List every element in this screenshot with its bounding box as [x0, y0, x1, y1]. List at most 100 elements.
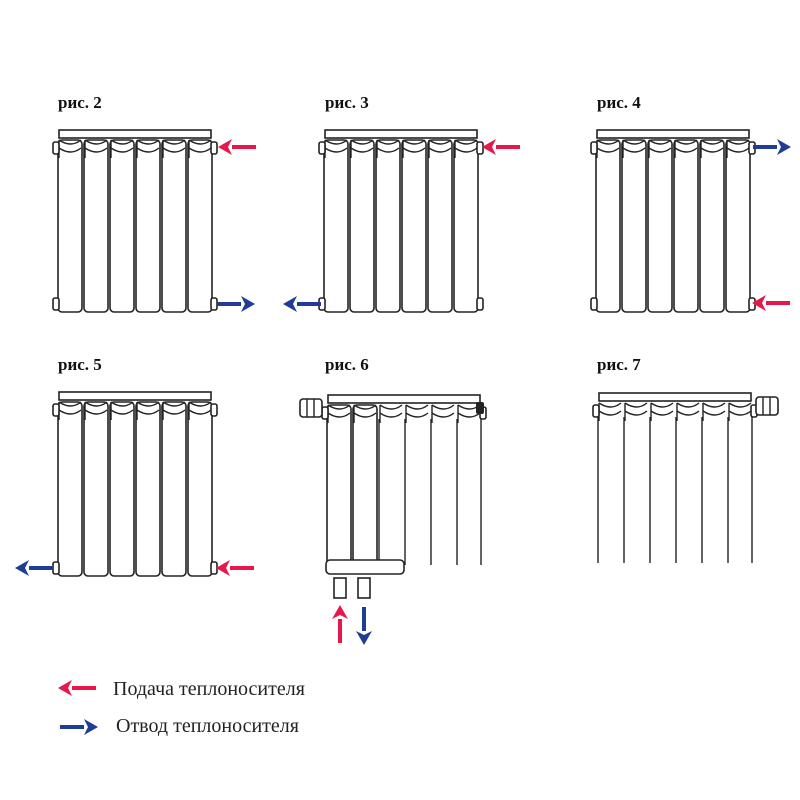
radiator-section — [187, 139, 213, 313]
radiator-rib — [110, 409, 134, 415]
fig3-radiator-diagram — [283, 129, 520, 313]
radiator-hub-left — [318, 141, 326, 155]
radiator-rib — [454, 139, 478, 145]
fig7-label: рис. 7 — [597, 355, 641, 374]
radiator-hub-left — [590, 141, 598, 155]
radiator-rib — [728, 410, 752, 416]
radiator-section — [323, 139, 349, 313]
radiator-rib — [622, 139, 646, 145]
fig2-return-arrow — [217, 296, 255, 312]
radiator-rib — [596, 147, 620, 153]
radiator-rib — [402, 139, 426, 145]
fig5-radiator — [52, 391, 218, 577]
radiator-rib — [58, 139, 82, 145]
radiator-section — [135, 401, 161, 577]
radiator-rib — [58, 147, 82, 153]
radiator-rib — [428, 139, 452, 145]
radiator-rib — [327, 412, 351, 418]
fig7-radiator-diagram — [592, 392, 779, 563]
radiator-section — [57, 401, 83, 577]
fig2-radiator — [52, 129, 218, 313]
fig4-supply-arrow — [752, 295, 790, 311]
radiator-rib — [188, 409, 212, 415]
radiator-rib — [58, 409, 82, 415]
radiator-rib — [376, 147, 400, 153]
fig6-label: рис. 6 — [325, 355, 369, 374]
legend-return-label: Отвод теплоносителя — [116, 715, 299, 737]
radiator-section — [109, 401, 135, 577]
radiator-section — [349, 139, 375, 313]
radiator-rib — [110, 401, 134, 407]
fig4-radiator-diagram — [590, 129, 791, 313]
fig3-supply-arrow — [482, 139, 520, 155]
radiator-rib — [58, 401, 82, 407]
radiator-section — [352, 404, 378, 566]
radiator-rib — [405, 404, 429, 410]
radiator-top-cap — [327, 394, 481, 404]
radiator-section — [453, 139, 479, 313]
radiator-rib — [728, 402, 752, 408]
radiator-rib — [162, 147, 186, 153]
radiator-section — [375, 139, 401, 313]
radiator-rib — [700, 139, 724, 145]
radiator-top-cap — [598, 392, 752, 402]
radiator-hub-right — [210, 403, 218, 417]
radiator-rib — [700, 147, 724, 153]
radiator-rib — [136, 147, 160, 153]
radiator-rib — [674, 147, 698, 153]
radiator-rib — [726, 139, 750, 145]
radiator-rib — [598, 410, 622, 416]
fig4-return-arrow — [753, 139, 791, 155]
radiator-rib — [188, 139, 212, 145]
fig6-radiator — [321, 394, 487, 566]
radiator-rib — [431, 404, 455, 410]
radiator-rib — [188, 147, 212, 153]
radiator-rib — [596, 139, 620, 145]
fig5-label: рис. 5 — [58, 355, 102, 374]
radiator-rib — [350, 147, 374, 153]
radiator-rib — [624, 410, 648, 416]
radiator-rib — [324, 139, 348, 145]
radiator-section — [401, 139, 427, 313]
radiator-rib — [136, 401, 160, 407]
supply-arrow-shape — [58, 680, 96, 696]
radiator-hub-bottom-left — [52, 297, 60, 311]
radiator-rib — [327, 404, 351, 410]
radiator-rib — [136, 139, 160, 145]
radiator-section — [427, 139, 453, 313]
radiator-rib — [162, 409, 186, 415]
radiator-rib — [350, 139, 374, 145]
fig6-supply-arrow — [332, 605, 348, 643]
radiator-section — [699, 139, 725, 313]
fig2-supply-arrow — [218, 139, 256, 155]
fig7-radiator — [592, 392, 758, 563]
fig3-return-arrow — [283, 296, 321, 312]
radiator-rib — [648, 147, 672, 153]
fig6-valve-icon — [299, 398, 323, 418]
radiator-hub-left — [52, 403, 60, 417]
fig4-label: рис. 4 — [597, 93, 641, 112]
radiator-top-cap — [58, 391, 212, 401]
radiator-rib — [379, 412, 403, 418]
radiator-section — [326, 404, 352, 566]
radiator-rib — [84, 409, 108, 415]
radiator-rib — [457, 412, 481, 418]
radiator-top-cap — [596, 129, 750, 139]
radiator-rib — [110, 147, 134, 153]
radiator-top-cap — [324, 129, 478, 139]
radiator-section — [109, 139, 135, 313]
radiator-rib — [648, 139, 672, 145]
fig5-radiator-diagram — [15, 391, 254, 577]
radiator-rib — [650, 410, 674, 416]
radiator-rib — [622, 147, 646, 153]
radiator-hub-bottom-right — [476, 297, 484, 311]
fig5-return-arrow — [15, 560, 53, 576]
radiator-rib — [428, 147, 452, 153]
radiator-rib — [136, 409, 160, 415]
radiator-rib — [402, 147, 426, 153]
radiator-rib — [676, 410, 700, 416]
fig6-bottom-block — [325, 559, 405, 575]
radiator-section — [647, 139, 673, 313]
radiator-rib — [674, 139, 698, 145]
radiator-rib — [650, 402, 674, 408]
